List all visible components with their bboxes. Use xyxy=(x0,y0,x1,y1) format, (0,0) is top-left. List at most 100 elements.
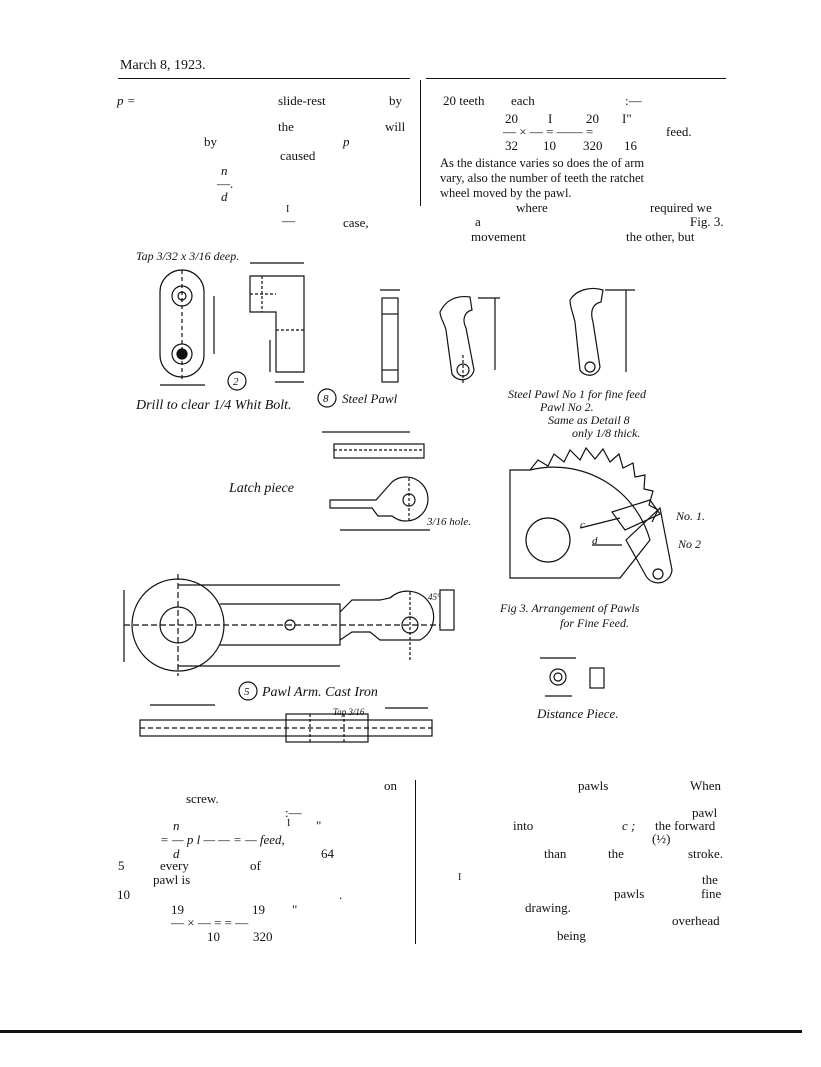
fig3-caption-line2: for Fine Feed. xyxy=(560,616,629,630)
text-fragment: c ; xyxy=(622,818,636,833)
text-fragment: will xyxy=(385,119,406,134)
text-fragment: by xyxy=(389,93,402,108)
text-fragment: slide-rest xyxy=(278,93,326,108)
text-fragment: each xyxy=(511,93,535,108)
text-fragment: d xyxy=(173,846,180,861)
text-fragment: As the distance varies so does the of ar… xyxy=(440,156,645,170)
detail-5-number: 5 xyxy=(244,686,250,698)
text-fragment: by xyxy=(204,134,217,149)
text-fragment: required we xyxy=(650,200,712,215)
text-fragment: overhead xyxy=(672,913,720,928)
text-fragment: a xyxy=(475,214,481,229)
pawl-no1-drawing xyxy=(569,287,635,376)
text-fragment: — × — = —— = xyxy=(503,124,594,139)
detail-8-steel-pawl-drawing xyxy=(380,289,500,385)
same-as-label: Same as Detail 8 xyxy=(548,413,630,427)
text-fragment: 320 xyxy=(583,138,603,153)
text-fragment: —. xyxy=(217,176,234,191)
text-fragment: 19 xyxy=(252,902,265,917)
text-fragment: of xyxy=(250,858,261,873)
text-fragment: case, xyxy=(343,215,369,230)
text-fragment: 320 xyxy=(253,929,273,944)
text-fragment: n xyxy=(173,818,180,833)
text-fragment: Fig. 3. xyxy=(690,214,724,229)
text-fragment: 5 xyxy=(118,858,125,873)
text-fragment: 64 xyxy=(321,846,334,861)
text-fragment: I xyxy=(286,204,290,215)
text-fragment: " xyxy=(316,818,322,833)
text-fragment: the xyxy=(702,872,718,887)
text-fragment: 19 xyxy=(171,902,184,917)
angle-label: 45° xyxy=(428,592,441,602)
detail-2-number: 2 xyxy=(233,376,239,388)
latch-piece-label: Latch piece xyxy=(228,481,294,496)
text-fragment: every xyxy=(160,858,189,873)
detail-2-link-drawing xyxy=(159,262,305,386)
tap-label: Tap 3/32 x 3/16 deep. xyxy=(136,249,239,263)
text-fragment: caused xyxy=(280,148,316,163)
text-fragment: wheel moved by the pawl. xyxy=(440,186,572,200)
tap2-label: Tap 3/16 xyxy=(333,707,365,717)
latch-piece-drawing xyxy=(322,431,430,531)
pawl-no1-tag: No. 1. xyxy=(675,509,705,523)
text-fragment: drawing. xyxy=(525,900,571,915)
text-fragment: on xyxy=(384,778,397,793)
column-divider-bottom xyxy=(415,780,416,944)
text-fragment: stroke. xyxy=(688,846,724,861)
text-fragment: the forward xyxy=(655,818,716,833)
text-fragment: the xyxy=(278,119,294,134)
pawl2-caption: Pawl No 2. xyxy=(539,400,594,414)
header-rule-left xyxy=(118,78,410,79)
text-fragment: n xyxy=(221,163,228,178)
text-fragment: being xyxy=(557,928,586,943)
text-fragment: (½) xyxy=(652,831,671,846)
only-thick-label: only 1/8 thick. xyxy=(572,426,640,440)
text-fragment: = — p l — — = — feed, xyxy=(160,832,285,847)
text-fragment: I xyxy=(458,872,462,883)
column-divider-top xyxy=(420,80,421,206)
text-fragment: d xyxy=(221,189,228,204)
text-fragment: movement xyxy=(471,229,526,244)
fig3-arrangement-drawing xyxy=(509,446,673,584)
point-c-label: c xyxy=(580,519,585,531)
text-fragment: I" xyxy=(622,111,632,126)
text-fragment: than xyxy=(544,846,567,861)
pawl-arm-label: Pawl Arm. Cast Iron xyxy=(261,685,378,700)
text-fragment: I xyxy=(287,818,291,829)
detail-8-number: 8 xyxy=(323,393,329,405)
text-fragment: :— xyxy=(285,805,302,820)
text-fragment: When xyxy=(690,778,722,793)
text-fragment: 16 xyxy=(624,138,637,153)
text-fragment: — × — = = — xyxy=(171,915,249,930)
text-fragment: 10 xyxy=(543,138,556,153)
point-d-label: d xyxy=(592,535,598,547)
text-fragment: 20 xyxy=(505,111,518,126)
text-fragment: where xyxy=(516,200,548,215)
detail-8-circle xyxy=(317,388,337,408)
text-fragment: feed. xyxy=(666,124,692,139)
page-bottom-rule xyxy=(0,1030,802,1033)
text-fragment: pawl xyxy=(692,805,718,820)
text-fragment: p = xyxy=(117,93,136,108)
drill-label: Drill to clear 1/4 Whit Bolt. xyxy=(135,398,292,413)
pawl1-caption: Steel Pawl No 1 for fine feed xyxy=(508,387,647,401)
text-fragment: 32 xyxy=(505,138,518,153)
hole-label: 3/16 hole. xyxy=(426,516,471,528)
text-fragment: into xyxy=(513,818,534,833)
page-date: March 8, 1923. xyxy=(120,58,206,73)
text-fragment: — xyxy=(282,213,295,228)
detail-2-circle xyxy=(227,371,247,391)
detail-5-circle xyxy=(238,681,258,701)
text-fragment: 20 teeth xyxy=(443,93,485,108)
text-fragment: pawl is xyxy=(153,872,191,887)
detail-5-pawl-arm-drawing xyxy=(123,574,455,676)
text-fragment: screw. xyxy=(186,791,219,806)
text-fragment: fine xyxy=(701,886,722,901)
text-fragment: . xyxy=(339,887,343,902)
steel-pawl-label: Steel Pawl xyxy=(342,391,398,406)
distance-piece-drawing xyxy=(540,657,605,697)
text-fragment: the xyxy=(608,846,624,861)
text-fragment: 10 xyxy=(207,929,220,944)
fig3-caption-line1: Fig 3. Arrangement of Pawls xyxy=(499,601,640,615)
